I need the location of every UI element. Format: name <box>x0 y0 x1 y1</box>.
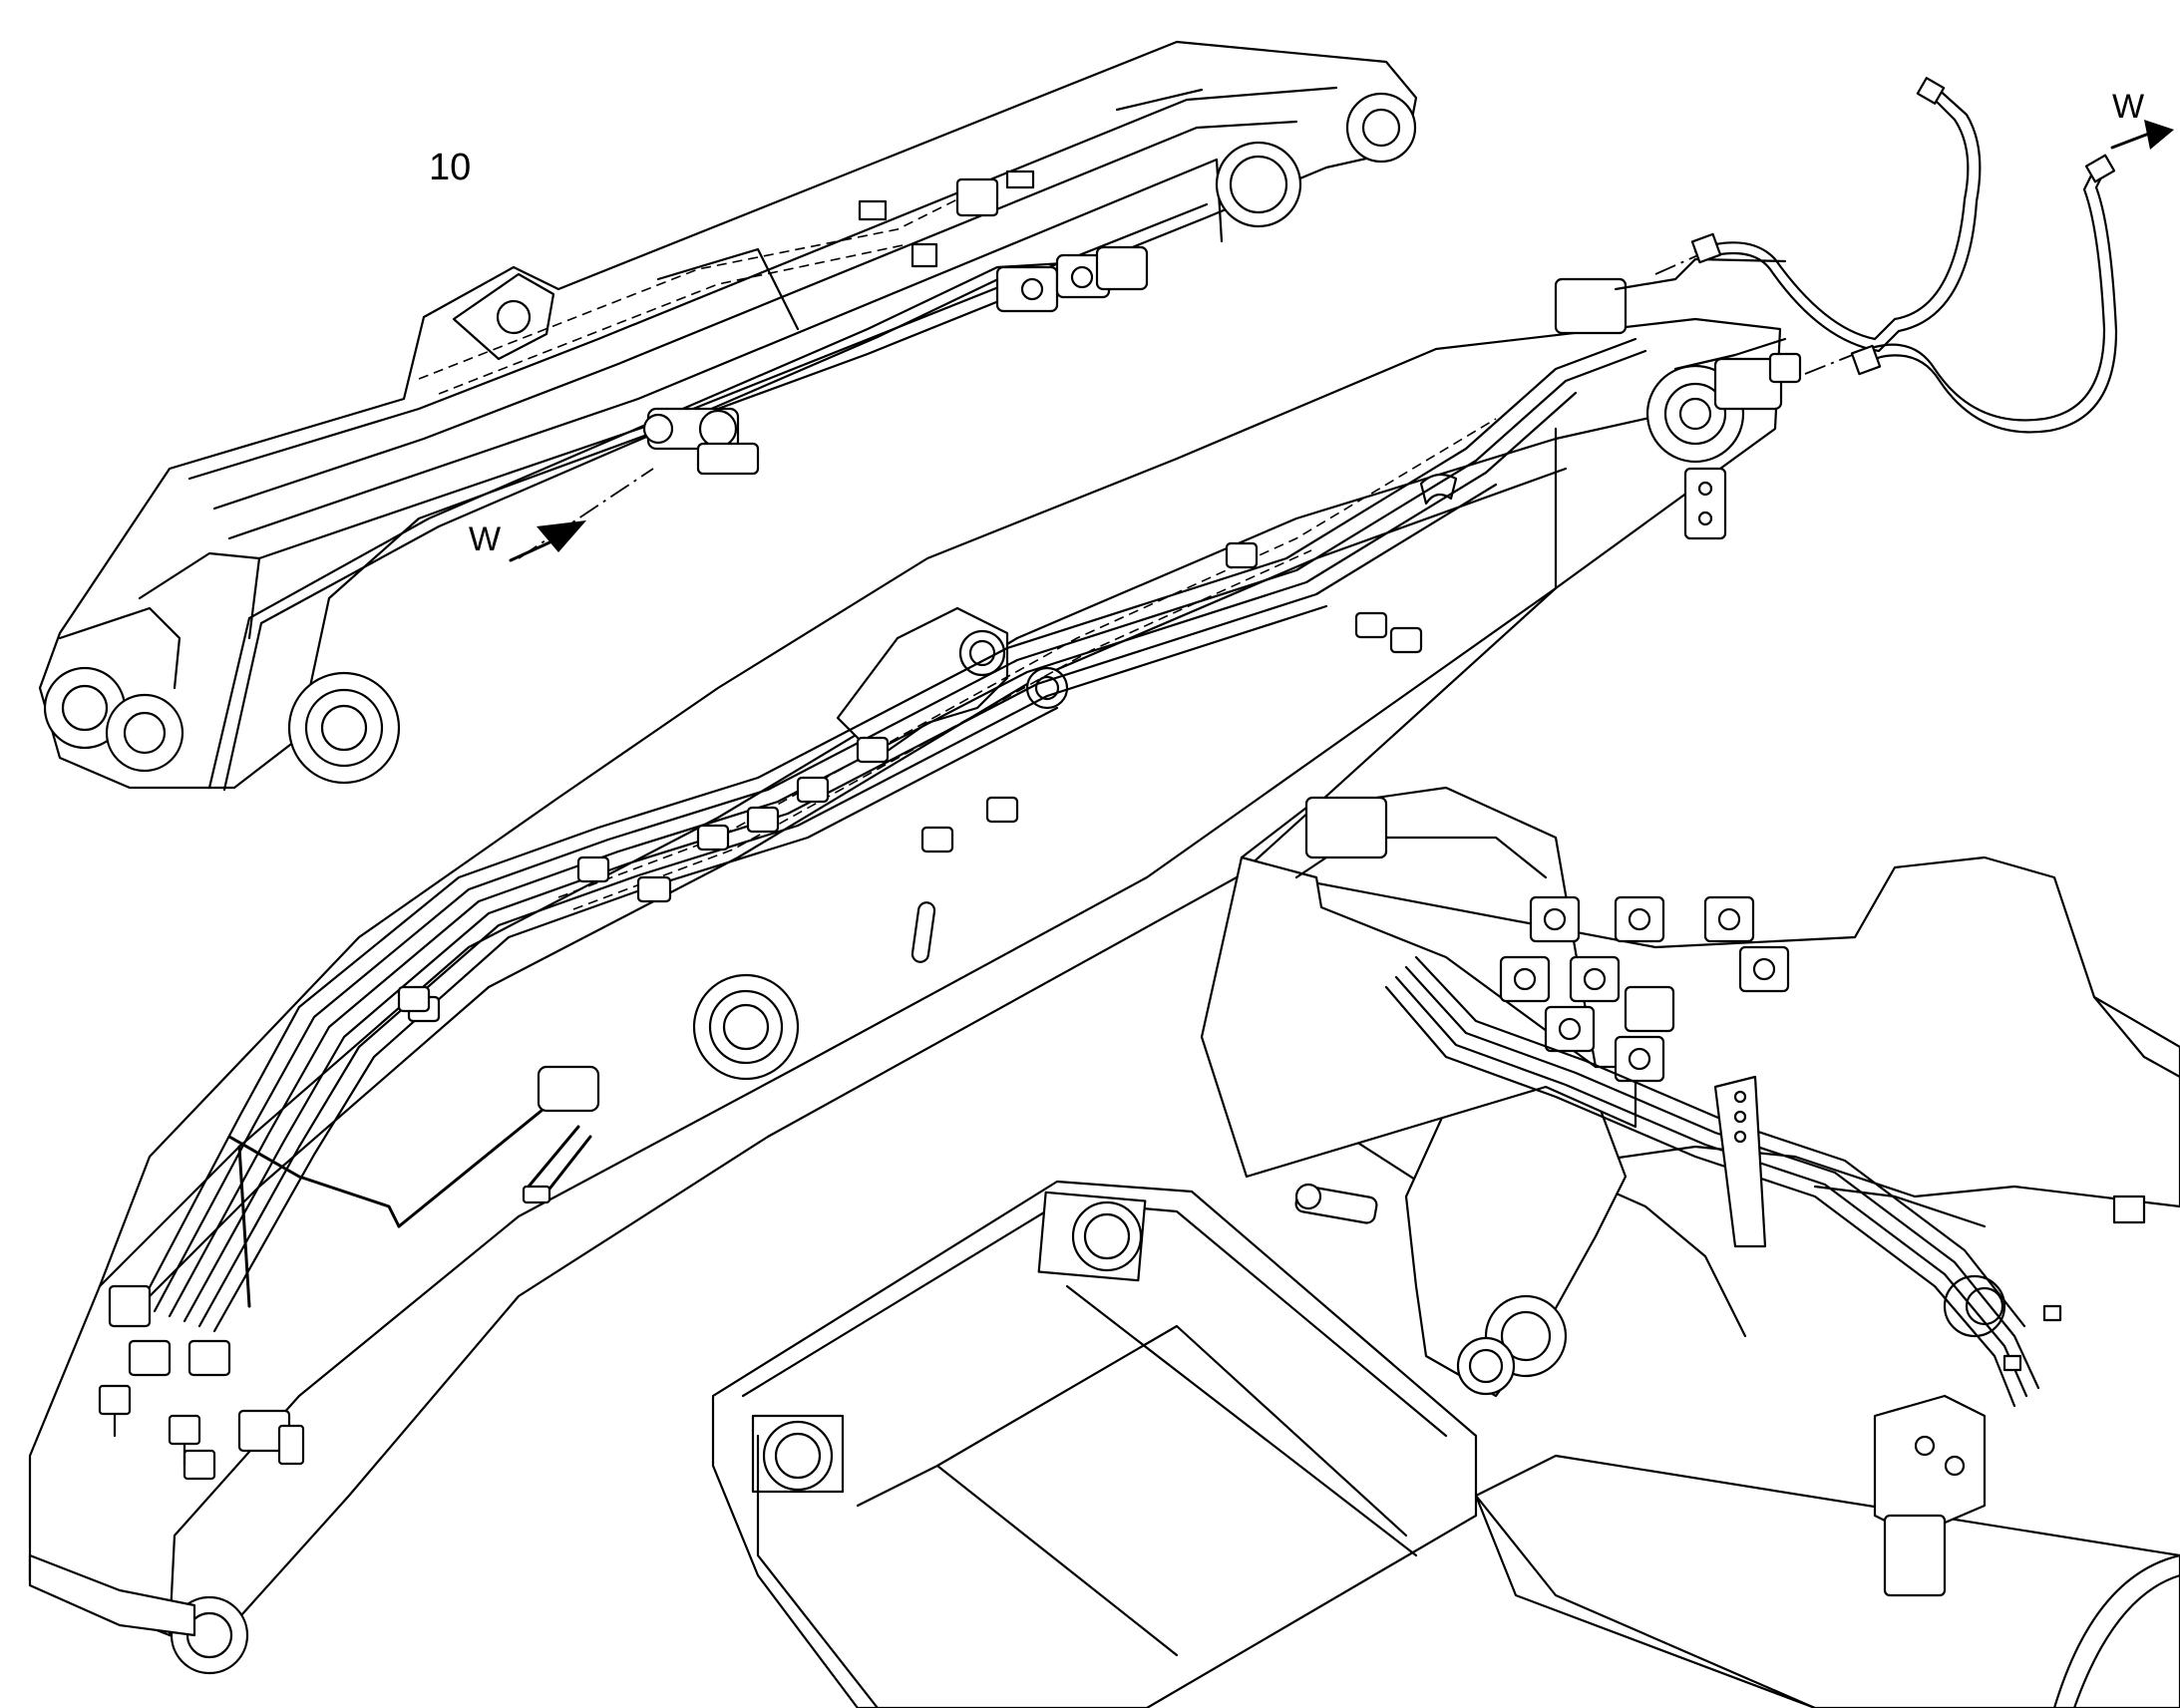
main-boom-assembly <box>28 253 1856 1675</box>
upper-clamp-group <box>955 177 1149 313</box>
upper-boom-assembly <box>38 40 1418 792</box>
upper-structure-frame <box>711 786 2180 1708</box>
view-label-left: W <box>469 520 501 558</box>
tip-fittings <box>1554 257 1802 540</box>
foot-fittings <box>98 1284 305 1481</box>
loose-hoses <box>1690 77 2118 434</box>
view-marker-top: W <box>2110 88 2174 150</box>
valve-flanges <box>1499 895 1790 1083</box>
main-boom-clamps <box>397 541 1423 1113</box>
item-number: 10 <box>429 147 471 188</box>
view-label-top: W <box>2112 88 2144 126</box>
upper-fitting-group <box>642 407 760 476</box>
view-marker-left: W <box>469 520 586 562</box>
